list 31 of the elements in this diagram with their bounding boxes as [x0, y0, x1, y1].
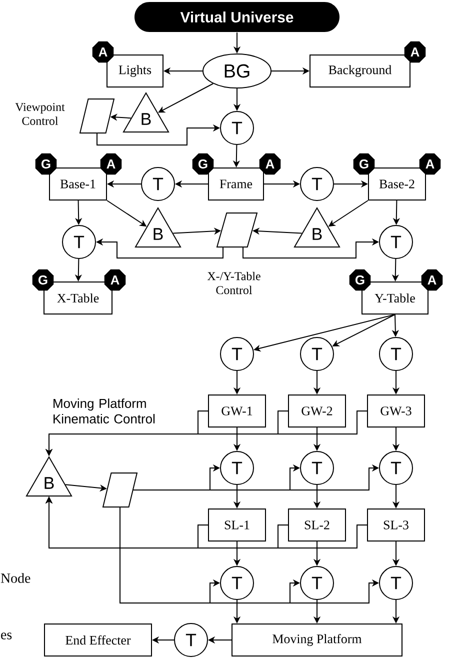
- node-box: Moving Platform: [232, 624, 402, 656]
- node-box: Base-1: [49, 168, 107, 200]
- node-box: Base-2: [368, 168, 426, 200]
- octagon-badge: A: [259, 153, 281, 175]
- octagon-badge: A: [100, 153, 122, 175]
- octagon-badge: G: [192, 153, 214, 175]
- node-box: SL-3: [367, 508, 425, 542]
- octagon-badge: A: [92, 41, 114, 63]
- octagon-badge: A: [419, 153, 441, 175]
- control-label: Viewpoint Control: [15, 103, 65, 125]
- label-text: Moving Platform Kinematic Control: [54, 398, 155, 424]
- node-box: End Effecter: [44, 624, 152, 656]
- node-box: Background: [310, 54, 410, 88]
- node-box: SL-1: [208, 508, 266, 542]
- label-text: es: [1, 632, 12, 640]
- octagon-badge: G: [35, 153, 57, 175]
- octagon-badge: A: [404, 41, 426, 63]
- octagon-badge: G: [349, 269, 371, 291]
- control-label: X-/Y-Table Control: [207, 272, 260, 294]
- node-box: Lights: [106, 54, 164, 88]
- node-box: GW-1: [208, 394, 266, 428]
- octagon-badge: G: [353, 153, 375, 175]
- node-box: SL-2: [288, 508, 346, 542]
- node-box: GW-3: [367, 394, 425, 428]
- octagon-badge: A: [104, 269, 126, 291]
- octagon-badge: G: [32, 269, 54, 291]
- octagon-badge: A: [421, 269, 443, 291]
- label-text: Node: [0, 573, 30, 583]
- node-box: Frame: [208, 168, 264, 200]
- node-box: GW-2: [288, 394, 346, 428]
- title-banner: Virtual Universe: [134, 2, 340, 32]
